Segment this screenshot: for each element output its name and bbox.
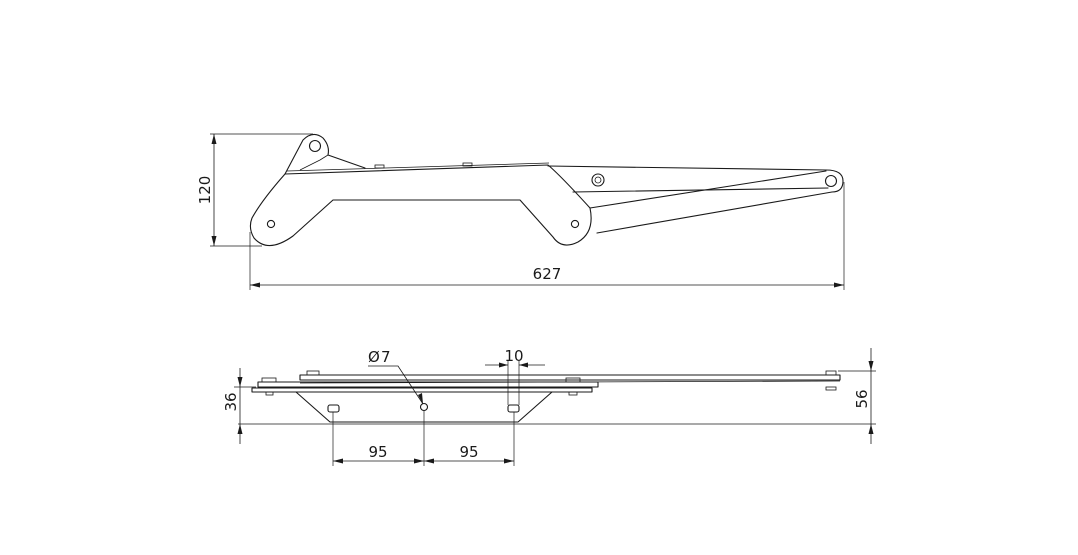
dim-height-side-right: 56 — [853, 389, 871, 408]
svg-text:7: 7 — [381, 348, 391, 366]
side-view: Ø 7 10 95 95 36 56 — [222, 347, 876, 466]
side-arm-top-plate — [299, 374, 841, 381]
plate-rivet-1 — [374, 164, 385, 169]
rivet-left-bottom — [265, 391, 274, 396]
right-slot — [507, 404, 520, 413]
dim-offset-right: 95 — [459, 443, 478, 461]
rivet-middle-top — [565, 377, 581, 383]
svg-text:Ø: Ø — [368, 348, 380, 366]
dim-offset-left: 95 — [368, 443, 387, 461]
center-hole — [419, 402, 429, 412]
cross-link-upper — [589, 170, 827, 209]
rivet-upper-top — [306, 370, 320, 376]
dim-height-side-left: 36 — [222, 392, 240, 411]
middle-pivot-outer — [591, 173, 605, 187]
top-view: 120 627 — [196, 133, 845, 290]
right-plate-hole — [570, 219, 580, 229]
long-arm-upper-edge — [547, 165, 827, 171]
cross-link-lower — [596, 191, 833, 234]
dim-height-top: 120 — [196, 176, 214, 205]
rivet-middle-bottom — [568, 391, 578, 396]
left-slot — [327, 404, 340, 413]
main-plate-outline — [249, 164, 592, 247]
rivet-left-top — [261, 377, 277, 383]
upper-link-arm — [284, 133, 366, 175]
dim-overall-length: 627 — [533, 265, 562, 283]
upper-pivot-hole — [308, 139, 322, 153]
side-arm-bottom-plate — [257, 381, 599, 388]
rivet-end-bottom — [825, 386, 837, 391]
rivet-end-top — [825, 370, 837, 376]
upper-link-edge — [299, 154, 329, 171]
left-plate-hole — [266, 219, 276, 229]
main-plate-top-edge — [286, 162, 550, 172]
side-base-plate — [251, 387, 593, 393]
hole-diameter-leader — [368, 365, 424, 405]
arm-end-cap — [825, 169, 844, 193]
middle-pivot-inner — [594, 176, 602, 184]
plate-rivet-2 — [462, 162, 473, 167]
dim-slot-width: 10 — [504, 347, 523, 365]
arm-end-hole — [824, 174, 838, 188]
dim-hole-diameter: Ø 7 — [368, 348, 391, 366]
long-arm-lower-edge — [572, 187, 829, 193]
